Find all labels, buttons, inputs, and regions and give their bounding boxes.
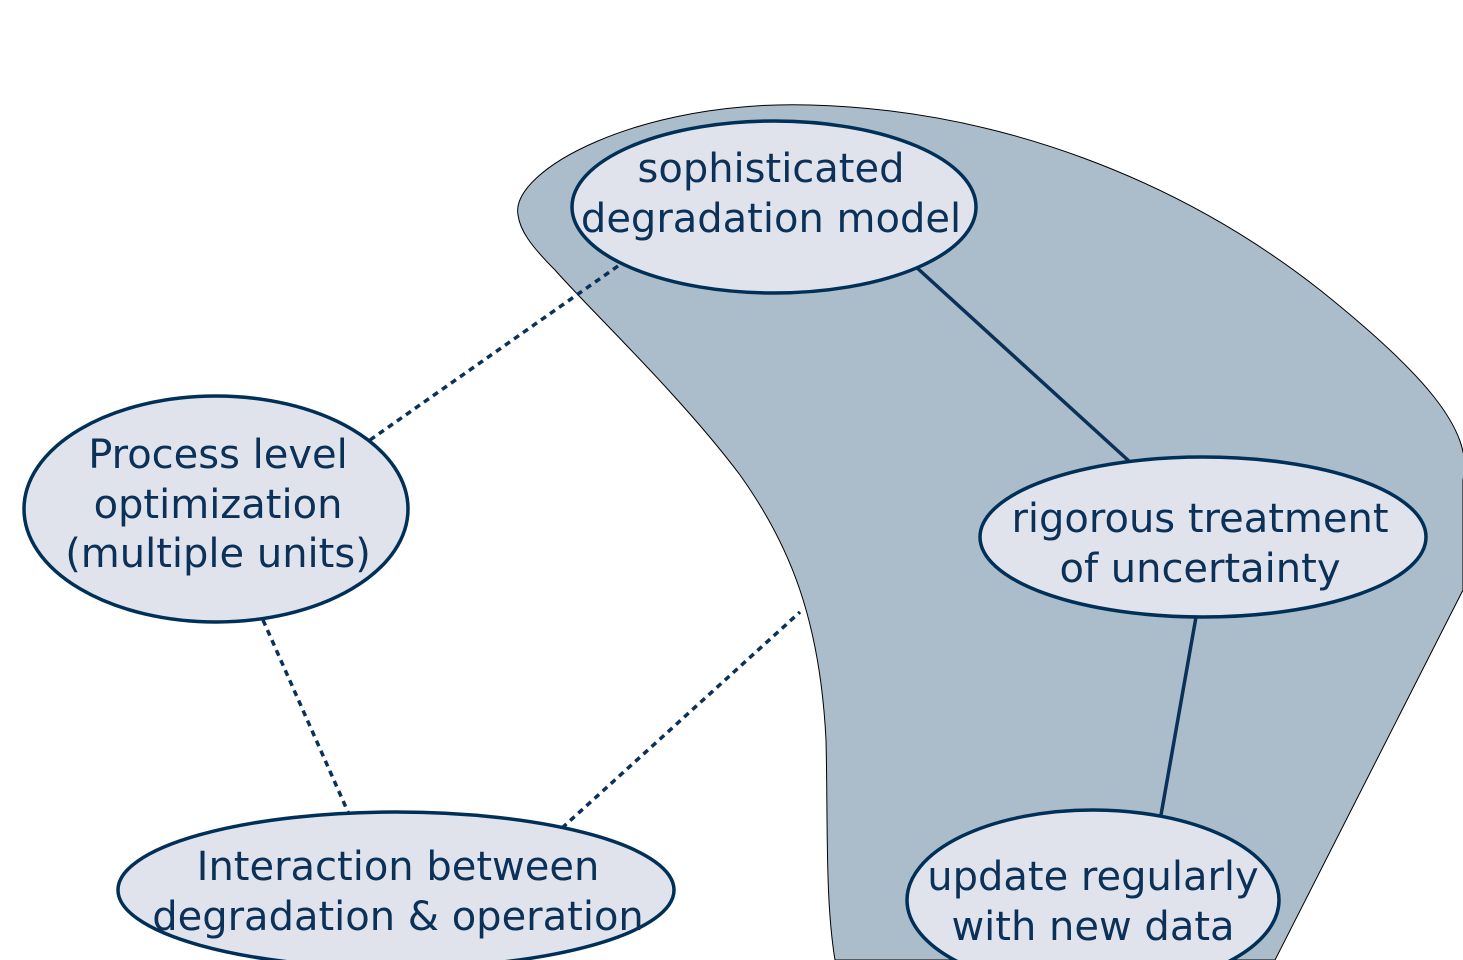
node-degradation-model-line2: degradation model <box>581 196 961 242</box>
node-update-data: update regularly with new data <box>905 808 1281 960</box>
edge-interaction-to-region <box>560 610 802 830</box>
node-interaction-ellipse <box>116 810 676 960</box>
node-update-data-ellipse <box>905 808 1281 960</box>
node-degradation-model-line1: sophisticated <box>638 146 905 192</box>
node-interaction: Interaction between degradation & operat… <box>116 810 676 960</box>
node-process-optimization-line2: optimization <box>94 482 343 528</box>
edge-uncertainty-to-update <box>1159 616 1198 816</box>
node-uncertainty-line1: rigorous treatment <box>1011 496 1388 542</box>
node-process-optimization-ellipse <box>22 394 410 624</box>
node-update-data-line1: update regularly <box>927 854 1258 900</box>
node-process-optimization: Process level optimization (multiple uni… <box>22 394 410 624</box>
node-uncertainty-ellipse <box>978 455 1428 619</box>
node-process-optimization-line3: (multiple units) <box>65 531 371 577</box>
edge-degradation-to-uncertainty <box>913 264 1132 464</box>
node-uncertainty: rigorous treatment of uncertainty <box>978 455 1428 619</box>
node-process-optimization-line1: Process level <box>88 432 348 478</box>
node-interaction-line2: degradation & operation <box>152 894 644 940</box>
node-degradation-model: sophisticated degradation model <box>570 119 978 295</box>
edge-degradation-to-process <box>368 264 620 442</box>
node-update-data-line2: with new data <box>951 904 1234 950</box>
node-interaction-line1: Interaction between <box>197 844 600 890</box>
node-uncertainty-line2: of uncertainty <box>1059 546 1340 592</box>
edge-process-to-interaction <box>261 619 350 813</box>
node-degradation-model-ellipse <box>570 119 978 295</box>
